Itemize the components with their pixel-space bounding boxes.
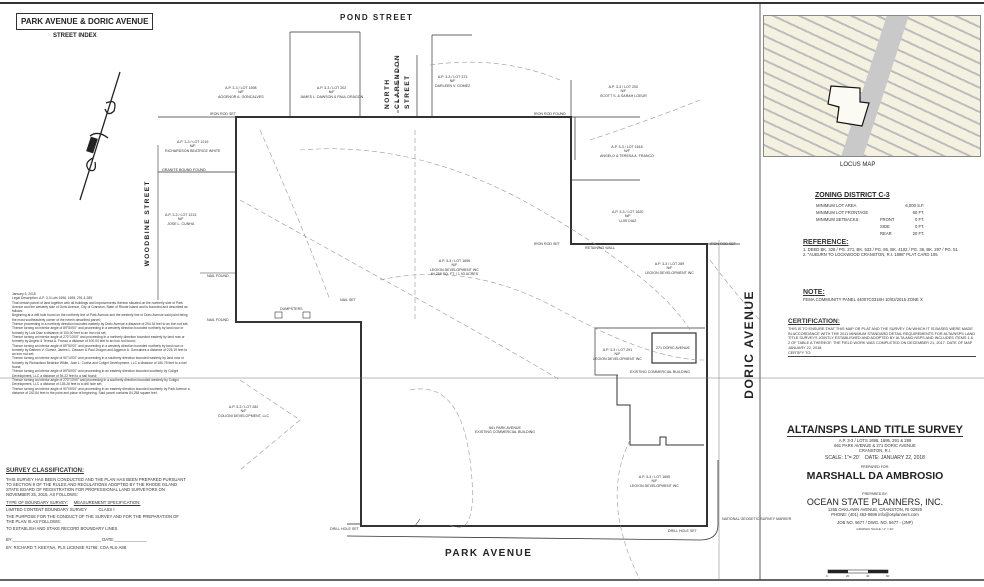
- building-271-doric: [651, 332, 697, 364]
- survey-title: ALTA/NSPS LAND TITLE SURVEY: [786, 424, 963, 437]
- iron-rod-set-label: IRON ROD SET: [534, 242, 560, 246]
- locus-map: [763, 15, 981, 157]
- certification: CERTIFICATION: THIS IS TO ENSURE THAT TH…: [788, 318, 976, 357]
- scale-tick: 60: [886, 574, 890, 578]
- existing-building-label: EXISTING COMMERCIAL BUILDING: [630, 370, 690, 374]
- dumpster: [274, 311, 283, 319]
- granite-bound-label: GRANITE BOUND FOUND: [162, 168, 206, 172]
- street-park: PARK AVENUE: [445, 548, 533, 559]
- scale-tick: 20: [846, 574, 850, 578]
- scale-tick: 0: [826, 574, 828, 578]
- legal-description: January 5, 2018 Legal Description: A.P. …: [12, 292, 190, 395]
- fema-note: NOTE: FEMA COMMUNITY PANEL 44007C0318H 1…: [803, 289, 923, 302]
- street-index-title: PARK AVENUE & DORIC AVENUE: [16, 13, 154, 30]
- dumpsters-label: DUMPSTERS: [280, 307, 303, 311]
- nail-found-label: NAIL FOUND: [207, 274, 229, 278]
- street-woodbine: WOODBINE STREET: [144, 180, 151, 267]
- geodetic-marker-label: NATIONAL GEODETIC SURVEY MARKER: [722, 517, 792, 521]
- graphic-scale-bar: [827, 569, 889, 574]
- locus-map-label: LOCUS MAP: [840, 162, 876, 168]
- drill-hole-label: DRILL HOLE SET: [330, 527, 359, 531]
- street-index-subtitle: STREET INDEX: [53, 33, 97, 39]
- iron-rod-set-label: IRON ROD SET: [210, 112, 236, 116]
- company-name: OCEAN STATE PLANNERS, INC.: [806, 497, 944, 507]
- north-arrow-icon: [79, 71, 121, 201]
- reference-notes: REFERENCE: 1. DEED BK. 328 / PG. 271, BK…: [803, 239, 958, 257]
- client-name: MARSHALL DA AMBROSIO: [806, 470, 944, 482]
- property-boundary: [235, 116, 708, 527]
- dumpster: [302, 311, 311, 319]
- retaining-wall-label: RETAINING WALL: [585, 246, 615, 250]
- nail-set-label: NAIL SET: [340, 298, 356, 302]
- title-block: ALTA/NSPS LAND TITLE SURVEY A.P. 3-3 / L…: [775, 420, 975, 532]
- street-north-clarendon: NORTH CLARENDON STREET: [384, 53, 411, 109]
- drill-hole-label: DRILL HOLE SET: [668, 529, 697, 533]
- street-pond: POND STREET: [340, 13, 414, 22]
- scale-tick: 40: [866, 574, 870, 578]
- iron-rod-found-label: IRON ROD FOUND: [534, 112, 566, 116]
- street-doric: DORIC AVENUE: [742, 290, 756, 399]
- iron-rod-set-label: IRON ROD SET: [710, 242, 736, 246]
- building-271-label: 271 DORIC AVENUE: [656, 346, 690, 350]
- nail-found-label: NAIL FOUND: [207, 318, 229, 322]
- survey-classification: SURVEY CLASSIFICATION: THIS SURVEY HAS B…: [6, 468, 186, 550]
